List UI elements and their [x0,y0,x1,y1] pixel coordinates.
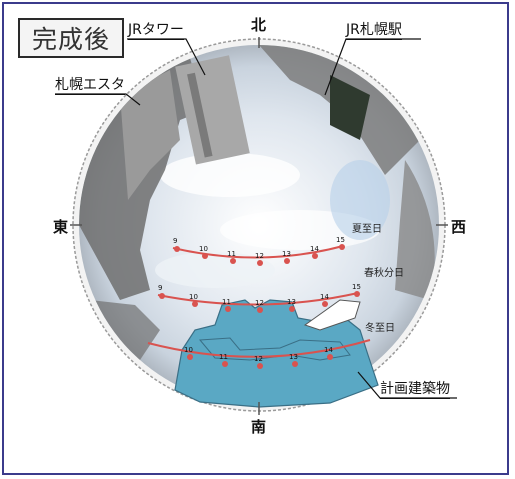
winter-hour-11: 11 [219,353,228,361]
blue-sky-patch [330,160,390,240]
title-box: 完成後 [18,18,124,58]
winter-hour-10: 10 [184,346,193,354]
summer-hour-13: 13 [282,250,291,258]
equinox-hour-15: 15 [352,283,361,291]
season-label-equinox: 春秋分日 [364,266,404,279]
sun-path-equinox [157,292,359,306]
season-label-summer: 夏至日 [352,223,382,235]
direction-south: 南 [251,418,267,436]
planned-building-detail [198,337,351,361]
label-esta: 札幌エスタ [55,77,125,95]
hour-labels: 9 10 11 12 13 14 15 9 10 11 12 13 14 15 … [158,236,361,363]
direction-north: 北 [251,16,267,34]
sun-path-summer [172,245,344,259]
equinox-hour-10: 10 [189,293,198,301]
white-block [303,299,361,331]
winter-hour-13: 13 [289,353,298,361]
winter-hour-14: 14 [324,346,333,354]
equinox-hour-9: 9 [158,284,162,292]
label-jr-tower: JRタワー [128,22,184,40]
direction-west: 西 [451,218,467,236]
jr-tower-shadow [187,72,213,158]
sun-path-points [159,244,360,369]
equinox-hour-13: 13 [287,298,296,306]
equinox-hour-11: 11 [222,298,231,306]
summer-hour-14: 14 [310,245,319,253]
equinox-hour-12: 12 [255,299,264,307]
summer-hour-11: 11 [227,250,236,258]
sun-path-winter [147,339,371,358]
label-jr-station: JR札幌駅 [346,22,402,40]
winter-hour-12: 12 [254,355,263,363]
summer-hour-15: 15 [336,236,345,244]
cloud [155,252,275,288]
southeast-buildings [90,300,160,360]
west-buildings [395,160,435,300]
season-label-winter: 冬至日 [365,321,395,334]
summer-hour-9: 9 [173,237,177,245]
label-planned-building: 計画建築物 [380,381,450,399]
summer-hour-10: 10 [199,245,208,253]
equinox-hour-14: 14 [320,293,329,301]
direction-east: 東 [53,218,69,236]
tree [330,75,370,140]
summer-hour-12: 12 [255,252,264,260]
esta-facade [120,70,180,200]
cloud [160,153,300,197]
season-labels: 夏至日 春秋分日 冬至日 [352,223,404,334]
